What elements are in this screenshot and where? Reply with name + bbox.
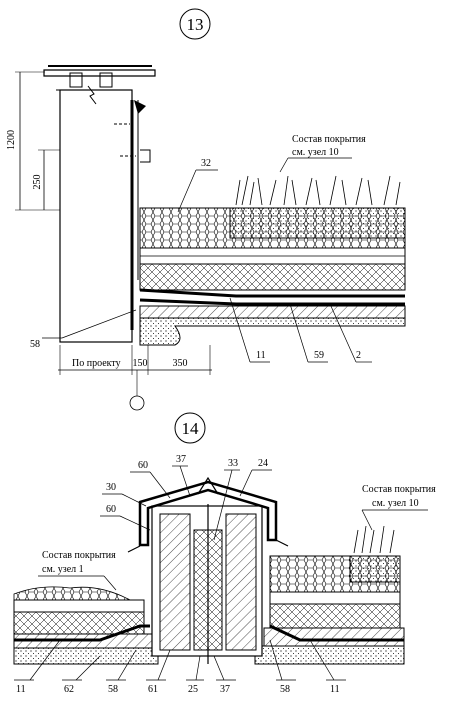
detail-14-marker (174, 412, 206, 444)
callout-30: 30 (106, 482, 116, 493)
callout-61: 61 (148, 684, 158, 695)
callout-33: 33 (228, 458, 238, 469)
grass-vegetation (235, 175, 401, 206)
roof-slab (139, 317, 406, 346)
callout-11-right: 11 (330, 684, 340, 695)
callout-58-right: 58 (280, 684, 290, 695)
detail-14-note-left-line1: Состав покрытия (42, 550, 116, 561)
dim-150: 150 (133, 358, 148, 369)
detail-13-number: 13 (187, 15, 204, 34)
detail-14-number: 14 (182, 419, 200, 438)
callout-11: 11 (256, 350, 266, 361)
callout-2: 2 (356, 350, 361, 361)
parapet-wall (59, 89, 133, 343)
dim-250: 250 (32, 175, 43, 190)
callout-25: 25 (188, 684, 198, 695)
callout-11-left: 11 (16, 684, 26, 695)
callout-37-bottom: 37 (220, 684, 230, 695)
callout-32: 32 (201, 158, 211, 169)
grass-vegetation-right (353, 525, 395, 554)
callout-37-top: 37 (176, 454, 186, 465)
detail-14-note-left-line2: см. узел 1 (42, 564, 84, 575)
detail-13-note-line2: см. узел 10 (292, 147, 339, 158)
roof-soil-layer (229, 207, 406, 239)
callout-60-b: 60 (106, 504, 116, 515)
dim-1200: 1200 (6, 130, 17, 150)
roof-insulation-layer (139, 263, 406, 291)
parapet-cap (43, 69, 156, 77)
detail-13-note-line1: Состав покрытия (292, 134, 366, 145)
detail-14-note-right-line2: см. узел 10 (372, 498, 419, 509)
flashing-cap (138, 480, 278, 547)
axis-marker (129, 395, 145, 411)
detail-13-marker (179, 8, 211, 40)
detail-13: 13 1200 250 (6, 8, 406, 411)
dim-350: 350 (173, 358, 188, 369)
detail-14: 14 Состав покрытия см. узел 1 Состав (13, 412, 436, 695)
callout-62: 62 (64, 684, 74, 695)
callout-58: 58 (30, 339, 40, 350)
callout-24: 24 (258, 458, 268, 469)
dim-project: По проекту (72, 358, 121, 369)
callout-60-a: 60 (138, 460, 148, 471)
callout-58-left: 58 (108, 684, 118, 695)
callout-59: 59 (314, 350, 324, 361)
detail-14-note-right-line1: Состав покрытия (362, 484, 436, 495)
